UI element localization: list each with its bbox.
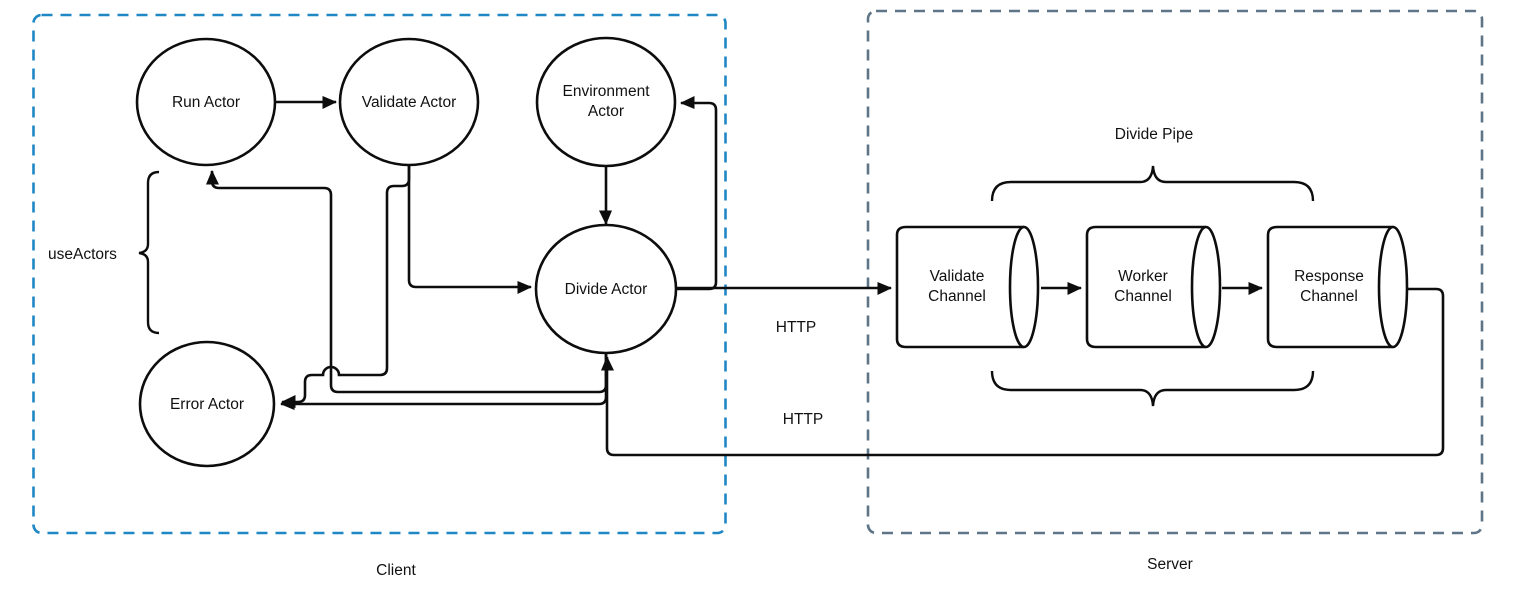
client-boundary-box xyxy=(32,13,727,535)
edge-validate-to-error xyxy=(281,166,411,408)
worker-channel-cylinder-body xyxy=(1085,225,1206,349)
divide-actor-label: Divide Actor xyxy=(565,281,648,298)
validate-channel-label-line2: Channel xyxy=(928,288,986,305)
worker-channel-label-line2: Channel xyxy=(1114,288,1172,305)
http-response-label: HTTP xyxy=(783,411,823,428)
environment-actor-label-line1: Environment xyxy=(562,83,650,100)
edge-divide-to-environment xyxy=(676,96,718,291)
response-channel-cylinder-body xyxy=(1266,225,1393,349)
edge-divide-to-error xyxy=(280,353,608,410)
divide-pipe-top-brace xyxy=(990,165,1315,202)
response-channel-cylinder-cap xyxy=(1377,225,1409,349)
environment-actor-node xyxy=(535,36,677,168)
nodes-layer xyxy=(135,36,1409,468)
divide-pipe-label: Divide Pipe xyxy=(1115,126,1193,143)
server-boundary-label: Server xyxy=(1147,556,1193,573)
validate-actor-label: Validate Actor xyxy=(362,94,457,111)
response-channel-label-line1: Response xyxy=(1294,268,1364,285)
edge-validate-to-divide xyxy=(407,166,532,294)
validate-channel-cylinder-body xyxy=(895,225,1024,349)
use-actors-brace xyxy=(138,170,160,335)
validate-actor-node xyxy=(338,37,480,167)
response-channel-label-line2: Channel xyxy=(1300,288,1358,305)
environment-actor-label-line2: Actor xyxy=(588,103,624,120)
run-actor-node xyxy=(135,37,277,167)
run-actor-label: Run Actor xyxy=(172,94,240,111)
divide-pipe-bottom-brace xyxy=(990,370,1315,407)
client-boundary-label: Client xyxy=(376,562,416,579)
edge-response-channel-to-divide xyxy=(601,287,1445,457)
worker-channel-cylinder-cap xyxy=(1190,225,1222,349)
validate-channel-cylinder-cap xyxy=(1008,225,1040,349)
error-actor-label: Error Actor xyxy=(170,396,244,413)
labels-layer: Run Actor Validate Actor Environment Act… xyxy=(48,83,1364,579)
braces-layer xyxy=(138,165,1315,407)
divide-actor-node xyxy=(534,223,678,355)
http-request-label: HTTP xyxy=(776,319,816,336)
validate-channel-label-line1: Validate xyxy=(930,268,985,285)
error-actor-node xyxy=(138,340,276,468)
server-boundary-box xyxy=(866,9,1484,535)
use-actors-label: useActors xyxy=(48,246,117,263)
edges-layer xyxy=(206,96,1445,457)
worker-channel-label-line1: Worker xyxy=(1118,268,1168,285)
edge-divide-to-run xyxy=(206,170,608,394)
